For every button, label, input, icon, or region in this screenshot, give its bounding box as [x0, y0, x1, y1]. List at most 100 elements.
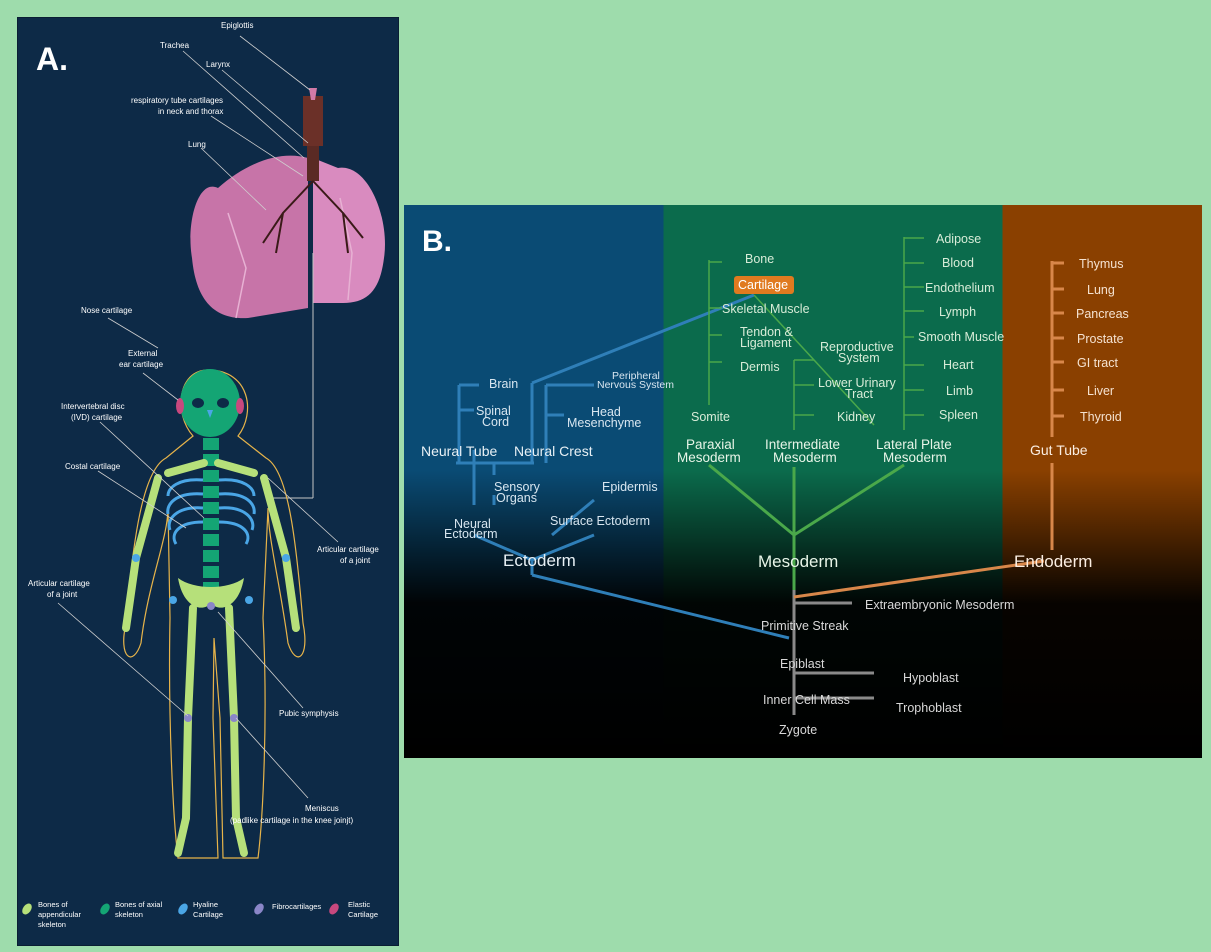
early-development-labels: Extraembryonic Mesoderm Primitive Streak… [761, 598, 1014, 737]
label-kidney: Kidney [837, 410, 876, 424]
svg-text:(IVD) cartilage: (IVD) cartilage [71, 413, 123, 422]
label-brain: Brain [489, 377, 518, 391]
label-bone: Bone [745, 252, 774, 266]
legend-item-fibrocartilage: Fibrocartilages [252, 902, 321, 916]
label-dermis: Dermis [740, 360, 780, 374]
svg-text:ear cartilage: ear cartilage [119, 360, 164, 369]
label-nose-cartilage: Nose cartilage [81, 306, 133, 315]
panel-label-a: A. [36, 41, 68, 77]
label-neural-crest: Neural Crest [514, 443, 593, 459]
label-heart: Heart [943, 358, 974, 372]
label-liver: Liver [1087, 384, 1114, 398]
label-mesoderm: Mesoderm [758, 552, 838, 571]
label-trophoblast: Trophoblast [896, 701, 962, 715]
label-lung-organ: Lung [1087, 283, 1115, 297]
label-cartilage: Cartilage [738, 278, 788, 292]
label-articular-cartilage-left: Articular cartilage [28, 579, 90, 588]
svg-text:System: System [838, 351, 880, 365]
label-lung: Lung [188, 140, 206, 149]
label-spleen: Spleen [939, 408, 978, 422]
svg-text:appendicular: appendicular [38, 910, 81, 919]
label-ivd-cartilage: Intervertebral disc [61, 402, 125, 411]
svg-text:Cord: Cord [482, 415, 509, 429]
label-ear-cartilage: External [128, 349, 158, 358]
svg-text:Hyaline: Hyaline [193, 900, 218, 909]
legend-item-elastic: Elastic Cartilage [327, 900, 378, 919]
label-respiratory-cartilage: respiratory tube cartilages [131, 96, 223, 105]
label-inner-cell-mass: Inner Cell Mass [763, 693, 850, 707]
label-ectoderm: Ectoderm [503, 551, 576, 570]
label-adipose: Adipose [936, 232, 981, 246]
svg-text:Mesoderm: Mesoderm [773, 450, 837, 465]
legend-item-hyaline: Hyaline Cartilage [176, 900, 223, 919]
svg-text:in neck and thorax: in neck and thorax [158, 107, 223, 116]
label-limb: Limb [946, 384, 973, 398]
svg-text:Mesenchyme: Mesenchyme [567, 416, 641, 430]
svg-text:Ligament: Ligament [740, 336, 792, 350]
label-articular-cartilage-right: Articular cartilage [317, 545, 379, 554]
svg-text:(padlike cartilage in the knee: (padlike cartilage in the knee joinjt) [230, 816, 354, 825]
svg-text:of a joint: of a joint [340, 556, 371, 565]
label-zygote: Zygote [779, 723, 817, 737]
label-meniscus: Meniscus [305, 804, 339, 813]
trachea-shape [307, 146, 319, 181]
label-gut-tube: Gut Tube [1030, 442, 1088, 458]
svg-text:of a joint: of a joint [47, 590, 78, 599]
svg-text:skeleton: skeleton [38, 920, 66, 929]
label-somite: Somite [691, 410, 730, 424]
svg-text:Tract: Tract [845, 387, 874, 401]
ear-cartilage-shape [176, 398, 184, 414]
label-primitive-streak: Primitive Streak [761, 619, 849, 633]
label-trachea: Trachea [160, 41, 190, 50]
larynx-shape [303, 96, 323, 146]
label-epidermis: Epidermis [602, 480, 658, 494]
label-gi-tract: GI tract [1077, 356, 1119, 370]
label-blood: Blood [942, 256, 974, 270]
legend: Bones of appendicular skeleton Bones of … [20, 900, 378, 929]
skull-shape [180, 369, 240, 437]
label-epiglottis: Epiglottis [221, 21, 253, 30]
svg-text:Mesoderm: Mesoderm [883, 450, 947, 465]
label-endothelium: Endothelium [925, 281, 995, 295]
mesoderm-labels: Bone Cartilage Skeletal Muscle Tendon & … [677, 232, 1004, 571]
svg-text:Bones of axial: Bones of axial [115, 900, 162, 909]
svg-text:Bones of: Bones of [38, 900, 69, 909]
label-prostate: Prostate [1077, 332, 1124, 346]
label-lymph: Lymph [939, 305, 976, 319]
mesoderm-branches [709, 465, 904, 590]
svg-text:Elastic: Elastic [348, 900, 370, 909]
label-surface-ectoderm: Surface Ectoderm [550, 514, 650, 528]
legend-item-appendicular: Bones of appendicular skeleton [20, 900, 81, 929]
anatomy-illustration: A. [18, 18, 399, 946]
label-thymus: Thymus [1079, 257, 1123, 271]
label-thyroid: Thyroid [1080, 410, 1122, 424]
pubic-symphysis-shape [207, 602, 215, 610]
label-epiblast: Epiblast [780, 657, 825, 671]
legend-item-axial: Bones of axial skeleton [98, 900, 162, 919]
svg-text:Cartilage: Cartilage [348, 910, 378, 919]
panel-label-b: B. [422, 225, 452, 258]
label-hypoblast: Hypoblast [903, 671, 959, 685]
endoderm-branches [794, 261, 1064, 597]
label-skeletal-muscle: Skeletal Muscle [722, 302, 810, 316]
label-pubic-symphysis: Pubic symphysis [279, 709, 339, 718]
svg-text:Mesoderm: Mesoderm [677, 450, 741, 465]
label-smooth-muscle: Smooth Muscle [918, 330, 1004, 344]
label-extraembryonic-mesoderm: Extraembryonic Mesoderm [865, 598, 1014, 612]
svg-text:Nervous System: Nervous System [597, 379, 674, 391]
label-endoderm: Endoderm [1014, 552, 1092, 571]
label-costal-cartilage: Costal cartilage [65, 462, 121, 471]
svg-text:Cartilage: Cartilage [193, 910, 223, 919]
svg-text:Organs: Organs [496, 491, 537, 505]
label-larynx: Larynx [206, 60, 230, 69]
germ-layer-lineage-diagram: B. [404, 205, 1202, 758]
svg-text:skeleton: skeleton [115, 910, 143, 919]
svg-text:Fibrocartilages: Fibrocartilages [272, 902, 321, 911]
svg-text:Ectoderm: Ectoderm [444, 527, 498, 541]
lungs-illustration [190, 156, 385, 318]
endoderm-labels: Thymus Lung Pancreas Prostate GI tract L… [1014, 257, 1129, 571]
label-pancreas: Pancreas [1076, 307, 1129, 321]
panel-b-lineage-tree: B. [404, 205, 1202, 758]
label-neural-tube: Neural Tube [421, 443, 497, 459]
panel-a-anatomy: A. [17, 17, 399, 946]
